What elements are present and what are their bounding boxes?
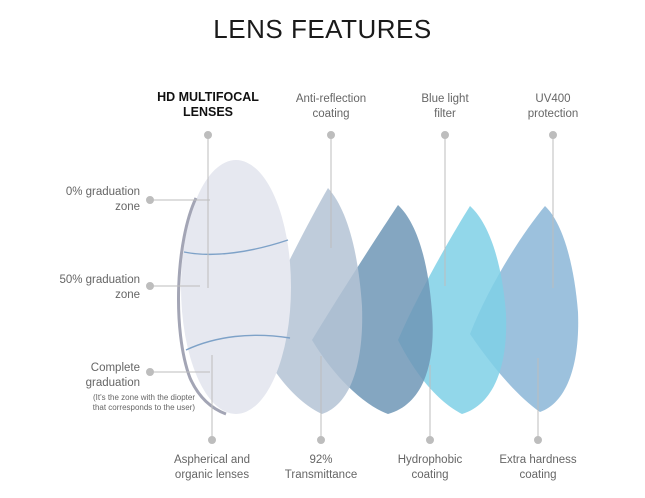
label-complete-note: (It's the zone with the diopter that cor… bbox=[92, 393, 195, 412]
label-complete-graduation: Complete graduation bbox=[85, 362, 140, 389]
label-uv400: UV400 protection bbox=[527, 93, 579, 120]
label-anti-reflection: Anti-reflection coating bbox=[295, 93, 367, 120]
label-aspherical: Aspherical and organic lenses bbox=[173, 454, 251, 481]
label-zone-0: 0% graduation zone bbox=[65, 186, 140, 213]
page-title: LENS FEATURES bbox=[213, 14, 432, 44]
main-lens bbox=[181, 160, 291, 414]
pointer-lines bbox=[146, 131, 557, 444]
label-hydrophobic: Hydrophobic coating bbox=[397, 454, 463, 481]
zone-line-bottom bbox=[185, 334, 291, 351]
lens-edge bbox=[177, 197, 227, 416]
label-hd-multifocal: HD MULTIFOCAL LENSES bbox=[157, 90, 259, 119]
label-extra-hardness: Extra hardness coating bbox=[499, 454, 577, 481]
label-zone-50: 50% graduation zone bbox=[59, 274, 140, 301]
label-transmittance: 92% Transmittance bbox=[284, 454, 358, 481]
label-blue-light: Blue light filter bbox=[421, 93, 469, 120]
zone-line-top bbox=[183, 239, 289, 256]
